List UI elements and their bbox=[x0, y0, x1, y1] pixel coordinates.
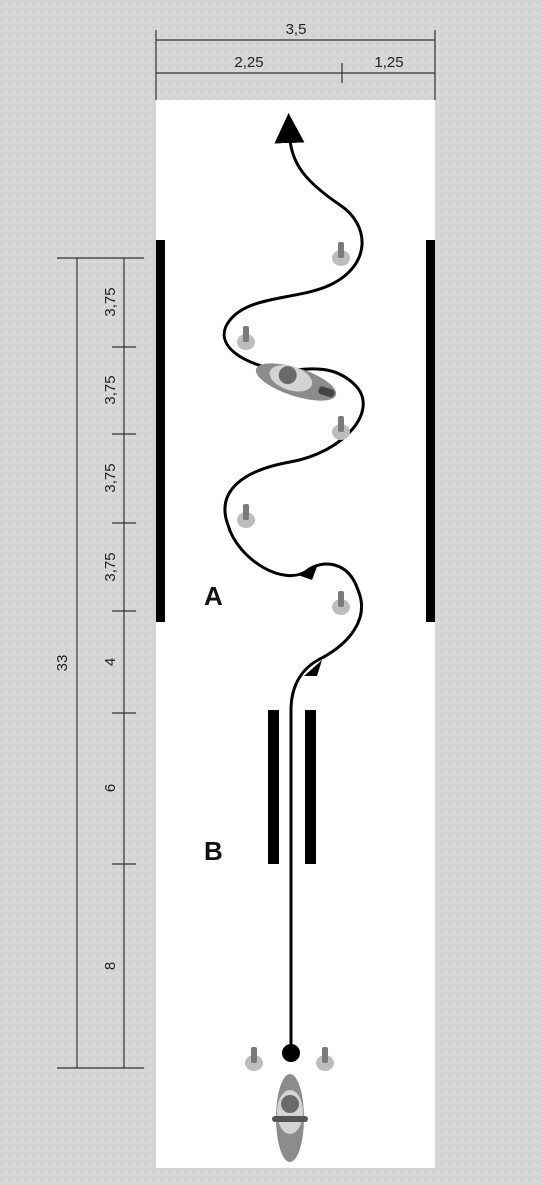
zone-a-label: A bbox=[204, 581, 223, 611]
left-boundary-bar bbox=[156, 240, 165, 622]
top-total-label: 3,5 bbox=[286, 21, 307, 38]
direction-arrow bbox=[304, 660, 322, 676]
segment-label: 3,75 bbox=[102, 375, 119, 404]
total-length-label: 33 bbox=[54, 655, 71, 672]
cone-icon bbox=[332, 591, 350, 615]
track-area bbox=[156, 100, 435, 1168]
cone-icon bbox=[316, 1047, 334, 1071]
corridor-left-bar bbox=[268, 710, 279, 864]
motorcycle-rider-icon bbox=[255, 363, 337, 401]
corridor-right-bar bbox=[305, 710, 316, 864]
top-left-label: 2,25 bbox=[234, 54, 263, 71]
direction-arrow bbox=[298, 564, 318, 580]
top-dimension bbox=[155, 30, 436, 100]
segment-label: 8 bbox=[102, 962, 119, 970]
cone-icon bbox=[245, 1047, 263, 1071]
cone-icon bbox=[332, 242, 350, 266]
zone-b-label: B bbox=[204, 836, 223, 866]
cone-icon bbox=[237, 326, 255, 350]
riding-path bbox=[222, 113, 365, 1052]
left-dimension bbox=[57, 257, 144, 1069]
cone-icon bbox=[237, 504, 255, 528]
segment-label: 3,75 bbox=[102, 463, 119, 492]
segment-label: 3,75 bbox=[102, 287, 119, 316]
cone-icon bbox=[332, 416, 350, 440]
segment-label: 6 bbox=[102, 784, 119, 792]
motorcycle-rider-icon bbox=[272, 1074, 308, 1162]
segment-label: 3,75 bbox=[102, 552, 119, 581]
top-right-label: 1,25 bbox=[374, 54, 403, 71]
right-boundary-bar bbox=[426, 240, 435, 622]
segment-label: 4 bbox=[102, 658, 119, 666]
start-point bbox=[282, 1044, 300, 1062]
